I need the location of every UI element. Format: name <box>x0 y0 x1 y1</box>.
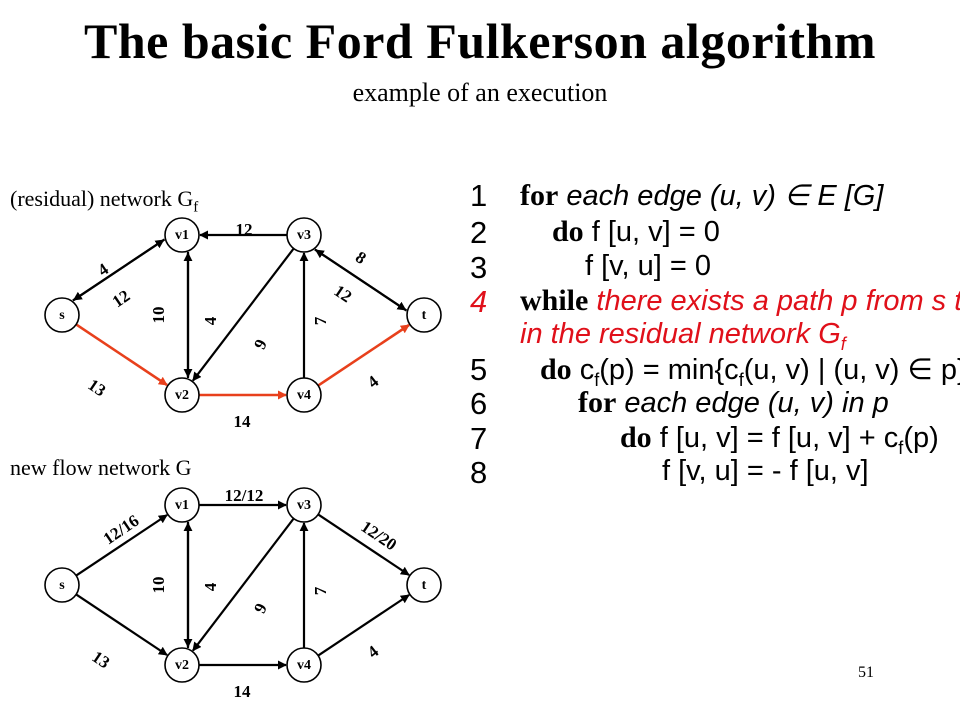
edge-label-v3-v1: 12 <box>236 220 253 239</box>
edge-v3-v2 <box>192 517 295 652</box>
code-statement: in the residual network Gf <box>520 318 846 354</box>
node-v2 <box>164 647 200 683</box>
line-number: 5 <box>470 352 488 387</box>
line-number: 8 <box>470 455 488 490</box>
edge-label-v2-v1: 4 <box>201 582 220 591</box>
code-statement: for each edge (u, v) in p <box>578 386 889 419</box>
edge-label-v4-t: 4 <box>364 641 383 662</box>
code-statement: while there exists a path p from s to t <box>520 284 960 317</box>
edge-v4-t <box>317 323 410 387</box>
page-subtitle: example of an execution <box>352 78 608 107</box>
edge-label-s-v2: 13 <box>89 647 114 672</box>
code-statement: f [v, u] = 0 <box>585 250 711 282</box>
code-statement: do f [u, v] = f [u, v] + cf(p) <box>620 421 939 458</box>
edge-v4-t <box>317 594 410 657</box>
edge-s-v2 <box>75 593 168 656</box>
node-label-v3: v3 <box>297 498 311 513</box>
node-v3 <box>286 217 322 253</box>
node-v4 <box>286 377 322 413</box>
node-label-v1: v1 <box>175 498 189 513</box>
node-t <box>406 567 442 603</box>
node-v3 <box>286 487 322 523</box>
line-number: 7 <box>470 421 488 456</box>
edge-label-s-v1: 12/16 <box>100 511 143 548</box>
node-v4 <box>286 647 322 683</box>
node-label-t: t <box>422 578 427 593</box>
edge-s-v1 <box>75 514 168 577</box>
node-v1 <box>164 217 200 253</box>
edge-label-t-v3: 8 <box>352 247 370 268</box>
line-number: 4 <box>470 284 488 319</box>
node-label-v2: v2 <box>175 658 189 673</box>
node-s <box>44 567 80 603</box>
edge-label-v3-t: 12/20 <box>358 517 401 554</box>
edge-label-v2-v4: 14 <box>234 412 252 431</box>
node-label-t: t <box>422 308 427 323</box>
edge-v3-v2 <box>192 247 295 382</box>
flow-network-label: new flow network G <box>10 455 192 480</box>
edge-label-v1-s: 12 <box>109 286 134 311</box>
code-statement: f [v, u] = - f [u, v] <box>662 455 869 487</box>
node-label-s: s <box>59 308 65 323</box>
line-number: 6 <box>470 386 488 421</box>
flow-network-graph: 12/16 13 10 4 12/12 9 14 7 12/20 4 s v1 v2 v3 v4 t <box>44 486 442 701</box>
node-label-v4: v4 <box>297 388 311 403</box>
line-number: 1 <box>470 178 488 213</box>
node-s <box>44 297 80 333</box>
edge-label-v1-v2: 10 <box>149 577 168 594</box>
edge-label-s-v2: 13 <box>85 375 110 400</box>
edge-s-v2 <box>75 323 168 387</box>
edge-label-v2-v1: 4 <box>201 316 220 325</box>
edge-label-v1-v3: 12/12 <box>225 486 264 505</box>
node-t <box>406 297 442 333</box>
edge-label-v4-t: 4 <box>364 371 383 392</box>
code-statement: do f [u, v] = 0 <box>552 215 720 248</box>
edge-t-v3 <box>314 249 408 312</box>
edge-label-v3-t: 12 <box>331 281 356 306</box>
edge-label-v4-v3: 7 <box>311 316 330 325</box>
line-number: 3 <box>470 250 488 285</box>
edge-label-v3-v2: 9 <box>250 600 271 616</box>
node-label-s: s <box>59 578 65 593</box>
edge-label-v2-v4: 14 <box>234 682 252 701</box>
node-label-v4: v4 <box>297 658 311 673</box>
edge-label-v1-v2: 10 <box>149 307 168 324</box>
node-v2 <box>164 377 200 413</box>
residual-network-label: (residual) network Gf <box>10 186 199 216</box>
node-label-v3: v3 <box>297 228 311 243</box>
edge-label-v4-v3: 7 <box>311 586 330 595</box>
node-v1 <box>164 487 200 523</box>
code-statement: for each edge (u, v) ∈ E [G] <box>520 179 884 212</box>
page-number: 51 <box>858 664 874 681</box>
code-statement: do cf(p) = min{cf(u, v) | (u, v) ∈ p} <box>540 353 960 390</box>
node-label-v2: v2 <box>175 388 189 403</box>
edge-v1-s <box>72 238 166 301</box>
node-label-v1: v1 <box>175 228 189 243</box>
edge-v3-t <box>317 513 410 576</box>
line-number: 2 <box>470 215 488 250</box>
page-title: The basic Ford Fulkerson algorithm <box>83 13 877 69</box>
edge-label-v3-v2: 9 <box>250 336 271 352</box>
